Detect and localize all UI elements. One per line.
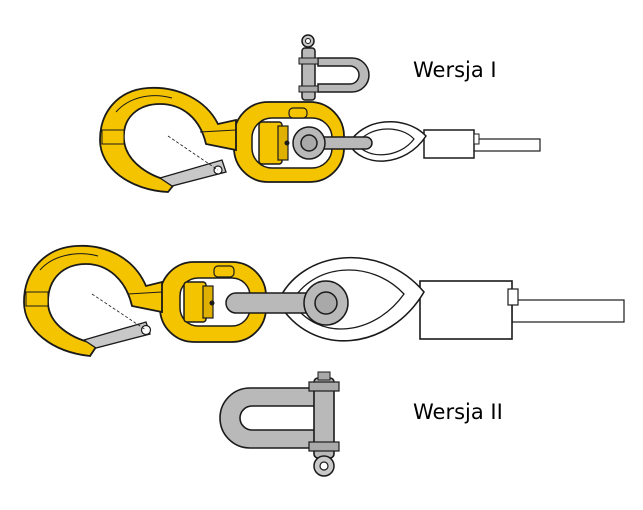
- shackle-pin-1: [292, 126, 373, 160]
- wire-rope-1: [423, 129, 541, 159]
- assembly-version-2: [23, 244, 625, 477]
- shackle-small-icon: [298, 34, 370, 101]
- hook-1: [99, 86, 237, 193]
- hook-2: [23, 244, 163, 357]
- shackle-large-icon: [219, 371, 340, 477]
- assembly-version-1: [99, 34, 541, 193]
- version-1-label: Wersja I: [413, 58, 497, 82]
- swivel-2: [159, 261, 267, 343]
- shackle-pin-2: [225, 280, 349, 326]
- thimble-1: [348, 120, 427, 162]
- wire-rope-2: [419, 280, 625, 340]
- version-2-label: Wersja II: [413, 400, 503, 424]
